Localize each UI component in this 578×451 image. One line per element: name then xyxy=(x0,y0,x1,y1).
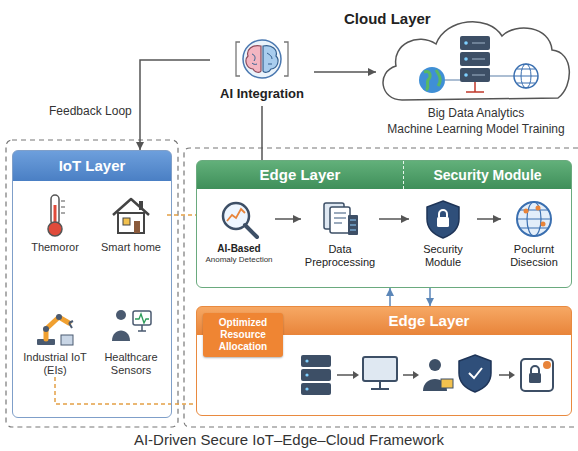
step-title: AI-Based xyxy=(203,243,275,255)
edge-device-icons xyxy=(301,349,561,407)
section-title: Security Module xyxy=(403,161,571,189)
edge-label: Feedback Loop xyxy=(47,104,134,118)
connector xyxy=(261,106,263,160)
resource-tab: Optimized Resource Allocation xyxy=(203,313,283,357)
ai-hub: AI Integration xyxy=(210,36,314,106)
robot-arm-icon xyxy=(31,301,79,349)
device-item: Industrial IoT (EIs) xyxy=(19,301,91,377)
process-step: Poclurnt Disecsion xyxy=(501,197,567,269)
layer-title: Edge Layer xyxy=(197,161,403,189)
device-label: Industrial IoT (EIs) xyxy=(19,351,91,377)
process-step: Security Module xyxy=(409,197,477,269)
process-step: Data Preprocessing xyxy=(301,197,379,269)
connector xyxy=(429,288,431,306)
device-label: Themoror xyxy=(19,241,91,254)
tab-label: Optimized Resource Allocation xyxy=(206,317,280,353)
cloud-node: Cloud LayerBig Data AnalyticsMachine Lea… xyxy=(376,6,576,142)
network-globe-icon xyxy=(512,197,556,241)
step-label: Security Module xyxy=(409,243,477,269)
cloud-label: Big Data Analytics xyxy=(356,106,578,120)
magnifier-icon xyxy=(217,197,261,241)
process-step: AI-BasedAnomaly Detection xyxy=(203,197,275,265)
device-item: Smart home xyxy=(95,191,167,254)
device-label: Smart home xyxy=(95,241,167,254)
step-label: Data Preprocessing xyxy=(301,243,379,269)
connector xyxy=(314,71,376,73)
cloud-label: Machine Learning Model Training xyxy=(356,122,578,136)
device-item: Healthcare Sensors xyxy=(95,301,167,377)
hub-label: AI Integration xyxy=(210,86,314,101)
device-item: Themoror xyxy=(19,191,91,254)
layer-panel: AI-BasedAnomaly Detection Data Preproces… xyxy=(196,160,572,288)
connector xyxy=(389,288,391,306)
connector xyxy=(140,60,210,150)
layer-title: IoT Layer xyxy=(13,151,171,181)
device-label: Healthcare Sensors xyxy=(95,351,167,377)
thermometer-icon xyxy=(31,191,79,239)
layer-title: Edge Layer xyxy=(287,307,571,335)
health-sensor-icon xyxy=(107,301,155,349)
shield-icon xyxy=(421,197,465,241)
step-label: Poclurnt Disecsion xyxy=(501,243,567,269)
step-label: Anomaly Detection xyxy=(203,255,275,265)
layer-panel: Optimized Resource Allocation Edge Layer xyxy=(196,306,572,416)
brain-icon xyxy=(234,36,290,82)
documents-icon xyxy=(318,197,362,241)
figure-caption: AI-Driven Secure IoT–Edge–Cloud Framewor… xyxy=(0,431,578,449)
house-icon xyxy=(107,191,155,239)
layer-title: Cloud Layer xyxy=(342,10,433,27)
layer-panel: Themoror Smart home Industrial IoT (EIs)… xyxy=(12,150,172,418)
